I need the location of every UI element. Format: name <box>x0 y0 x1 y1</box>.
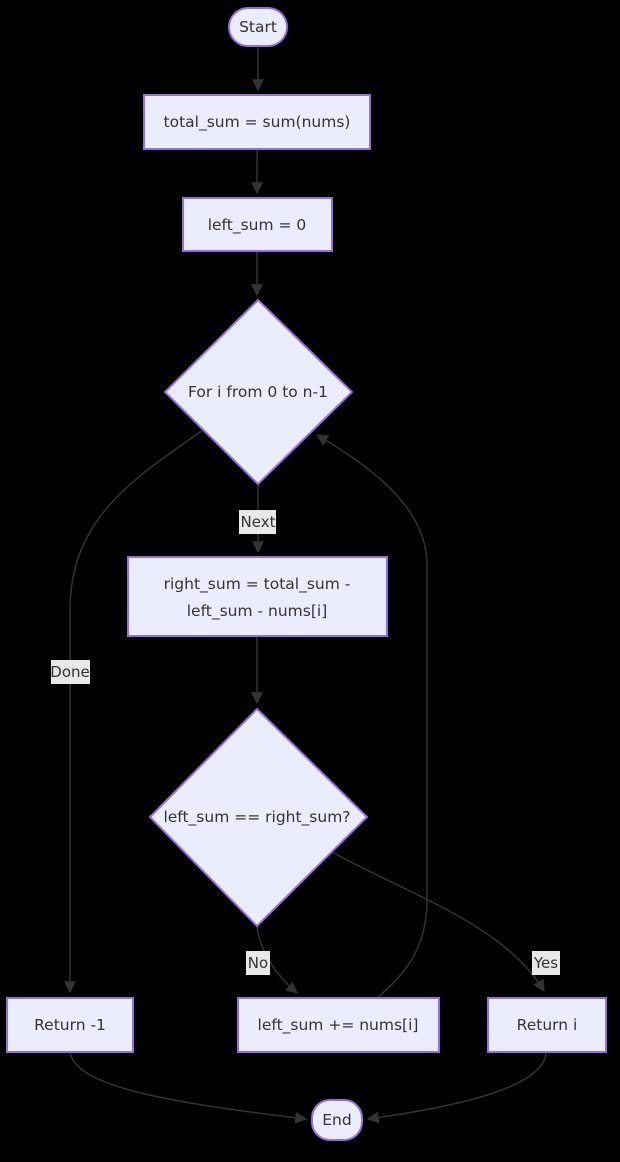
edge-return-neg1-to-end <box>69 1051 308 1124</box>
node-compute-total: total_sum = sum(nums) <box>143 94 371 150</box>
node-return-i-label: Return i <box>517 1016 578 1034</box>
node-start-label: Start <box>239 18 277 36</box>
node-loop-condition: For i from 0 to n-1 <box>163 298 354 486</box>
node-compute-right: right_sum = total_sum - left_sum - nums[… <box>127 556 388 637</box>
edge-label-done-bg <box>51 660 90 684</box>
node-loop-condition-label: For i from 0 to n-1 <box>188 383 328 401</box>
node-compute-total-shape <box>143 94 371 150</box>
node-compute-right-line2: left_sum - nums[i] <box>187 602 328 621</box>
edge-label-next: Next <box>239 510 276 534</box>
node-compute-right-shape <box>127 556 388 637</box>
node-end-shape <box>311 1099 363 1141</box>
node-start: Start <box>228 7 288 47</box>
edge-loop-to-return-neg1 <box>64 429 204 994</box>
edge-label-no-text: No <box>248 954 268 972</box>
edge-label-no-bg <box>246 951 270 975</box>
node-update-left-shape <box>237 997 440 1053</box>
edge-label-done-text: Done <box>50 663 89 681</box>
edge-check-to-return-i <box>331 851 545 993</box>
node-check-equal-label: left_sum == right_sum? <box>163 808 350 827</box>
node-compute-right-line1: right_sum = total_sum - <box>164 575 351 594</box>
node-init-left: left_sum = 0 <box>182 197 333 252</box>
node-return-i-shape <box>487 997 607 1053</box>
edge-update-left-to-loop <box>315 434 428 998</box>
node-update-left-label: left_sum += nums[i] <box>258 1016 419 1035</box>
edge-label-yes-bg <box>532 951 560 975</box>
node-check-equal: left_sum == right_sum? <box>148 707 369 928</box>
edge-label-done: Done <box>50 660 90 684</box>
edge-label-no: No <box>246 951 270 975</box>
node-check-equal-shape <box>148 707 369 928</box>
node-return-neg1-label: Return -1 <box>34 1016 106 1034</box>
node-update-left: left_sum += nums[i] <box>237 997 440 1053</box>
node-start-shape <box>228 7 288 47</box>
node-return-neg1-shape <box>6 997 134 1053</box>
node-init-left-shape <box>182 197 333 252</box>
edge-check-to-update-left <box>256 925 298 994</box>
node-return-i: Return i <box>487 997 607 1053</box>
node-compute-total-label: total_sum = sum(nums) <box>164 113 351 132</box>
edges <box>64 45 547 1124</box>
node-end-label: End <box>322 1111 351 1129</box>
edge-label-next-text: Next <box>241 513 276 531</box>
edge-return-i-to-end <box>366 1052 547 1124</box>
node-init-left-label: left_sum = 0 <box>208 216 307 235</box>
node-loop-condition-shape <box>163 298 354 486</box>
node-return-neg1: Return -1 <box>6 997 134 1053</box>
edge-label-next-bg <box>239 510 276 534</box>
edge-label-yes-text: Yes <box>533 954 558 972</box>
node-end: End <box>311 1099 363 1141</box>
edge-label-yes: Yes <box>532 951 560 975</box>
